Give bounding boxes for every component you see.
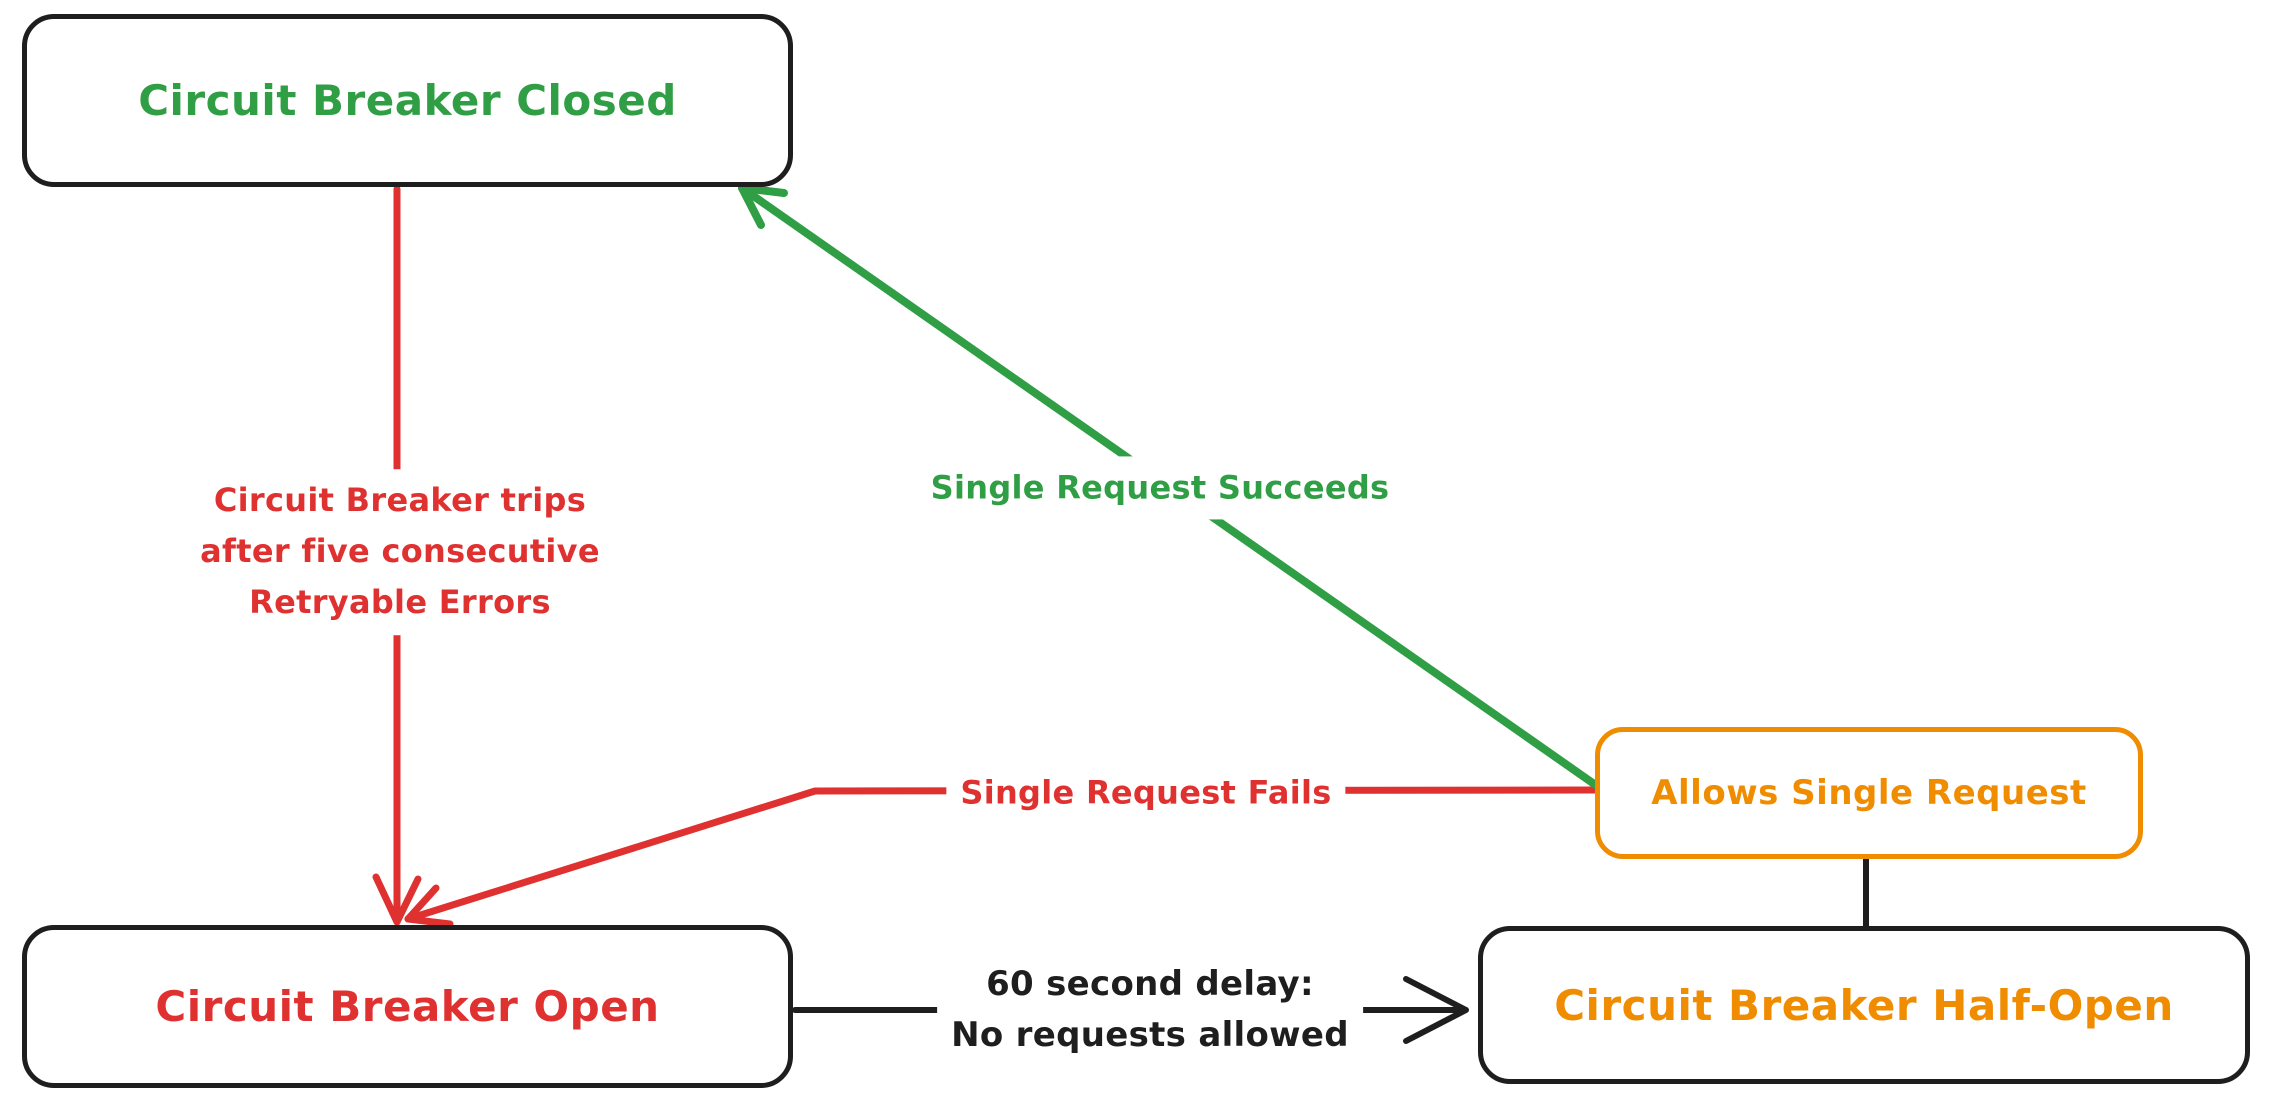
edge-label-trip: Circuit Breaker trips after five consecu… [186, 469, 614, 635]
edge-label-line: Retryable Errors [249, 583, 551, 622]
edge-label-line: 60 second delay: [986, 964, 1314, 1004]
note-box-allows-single-request: Allows Single Request [1595, 727, 2143, 859]
edge-label-line: Circuit Breaker trips [213, 481, 587, 520]
edge-label-single-request-fails: Single Request Fails [946, 761, 1346, 825]
edge-label-line: after five consecutive [200, 532, 600, 571]
state-box-open: Circuit Breaker Open [22, 925, 793, 1088]
edge-label-delay: 60 second delay: No requests allowed [937, 953, 1363, 1067]
edge-label-single-request-succeeds: Single Request Succeeds [916, 456, 1404, 520]
note-label-allows-single-request: Allows Single Request [1651, 773, 2087, 813]
state-box-half-open: Circuit Breaker Half-Open [1478, 926, 2250, 1084]
edge-label-line: No requests allowed [951, 1015, 1349, 1055]
state-box-closed: Circuit Breaker Closed [22, 14, 793, 187]
state-label-half-open: Circuit Breaker Half-Open [1554, 980, 2174, 1030]
state-label-open: Circuit Breaker Open [155, 982, 660, 1031]
state-label-closed: Circuit Breaker Closed [138, 76, 677, 125]
